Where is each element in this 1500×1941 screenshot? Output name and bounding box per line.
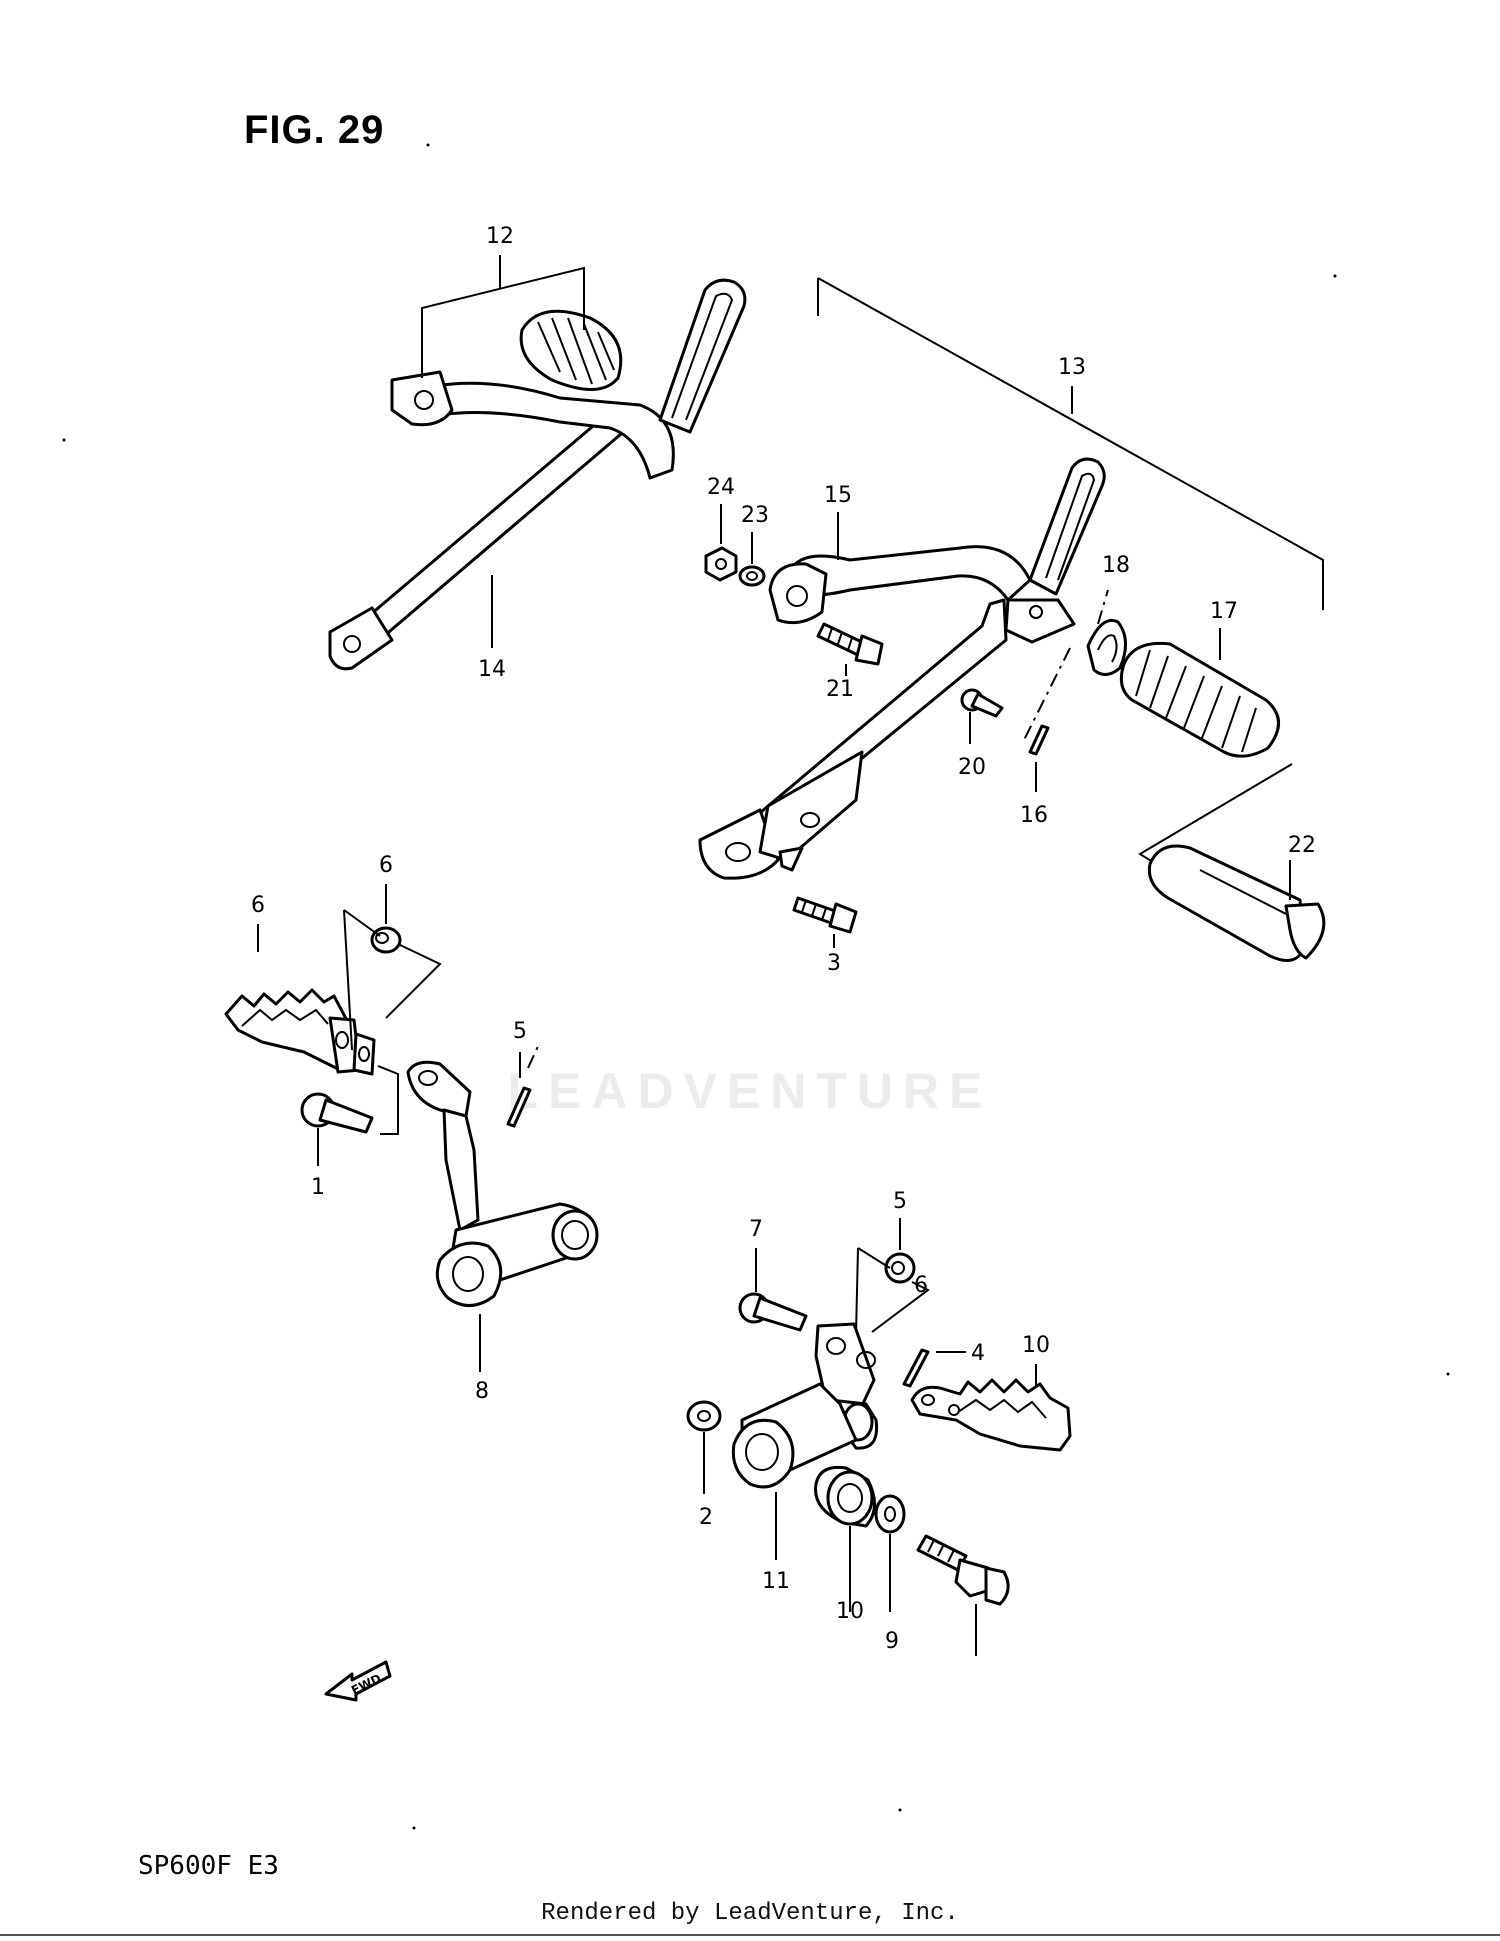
part-15-bracket xyxy=(698,457,1106,880)
callout-15: 15 xyxy=(824,483,852,560)
part-12-bracket-arm xyxy=(390,278,747,480)
part-4-footpeg: 10 xyxy=(910,1333,1072,1452)
callout-label: 2 xyxy=(699,1505,713,1530)
callout-label: 18 xyxy=(1102,553,1130,578)
part-1-bracket: 8 xyxy=(406,1060,599,1404)
part-14-bracket-rod xyxy=(328,408,630,671)
footer-divider xyxy=(0,1934,1500,1936)
callout-label: 11 xyxy=(762,1569,790,1594)
callout-label: 5 xyxy=(513,1019,527,1044)
callout-label: 20 xyxy=(958,755,986,780)
callout-label: 22 xyxy=(1288,833,1316,858)
callout-label: 10 xyxy=(836,1599,864,1624)
part-8-spring: 5 xyxy=(884,1189,916,1284)
callout-label: 23 xyxy=(741,503,769,528)
part-3-footpeg: 6 xyxy=(224,893,376,1076)
callout-label: 12 xyxy=(486,224,514,249)
callout-label: 3 xyxy=(827,951,841,976)
callout-label: 8 xyxy=(475,1379,489,1404)
callout-label: 15 xyxy=(824,483,852,508)
part-9-bolt xyxy=(916,1534,1010,1656)
part-21-bolt: 21 xyxy=(816,622,884,702)
watermark: LEADVENTURE xyxy=(507,1063,993,1119)
footer-credit: Rendered by LeadVenture, Inc. xyxy=(541,1900,959,1927)
figure-title: FIG. 29 xyxy=(244,108,385,152)
part-11-bushing: 10 xyxy=(814,1465,876,1624)
callout-14: 14 xyxy=(478,575,506,682)
callout-label: 14 xyxy=(478,657,506,682)
callout-label: 10 xyxy=(1022,1333,1050,1358)
part-22-bolt: 3 xyxy=(792,896,858,976)
callout-label: 5 xyxy=(893,1189,907,1214)
part-18-damper: 18 xyxy=(1086,553,1130,676)
part-16-footpeg: 22 xyxy=(1138,763,1326,962)
part-7-spring: 6 xyxy=(343,853,442,1051)
part-5-pin-right: 7 xyxy=(738,1217,808,1332)
callout-label: 6 xyxy=(379,853,393,878)
part-20-cotter-pin: 16 xyxy=(1020,647,1071,828)
callout-label: 24 xyxy=(707,475,735,500)
callout-label: 6 xyxy=(914,1273,928,1298)
callout-13: 13 xyxy=(817,277,1324,610)
part-5-pin: 1 xyxy=(300,1065,399,1200)
callout-label: 21 xyxy=(826,677,854,702)
fwd-arrow-icon: FWD xyxy=(324,1660,392,1702)
callout-label: 1 xyxy=(311,1175,325,1200)
callout-label: 13 xyxy=(1058,355,1086,380)
part-17-rubber-grip: 17 xyxy=(1119,599,1280,758)
callout-label: 6 xyxy=(251,893,265,918)
callout-label: 16 xyxy=(1020,803,1048,828)
callout-label: 4 xyxy=(971,1341,985,1366)
part-23-washer: 23 xyxy=(738,503,769,587)
part-7-spring-right: 6 xyxy=(855,1247,930,1335)
scan-specks xyxy=(62,143,1450,1830)
model-code: SP600F E3 xyxy=(138,1851,279,1881)
part-6-cotter-pin: 5 xyxy=(506,1019,541,1128)
callout-12: 12 xyxy=(421,224,585,378)
part-10-washer-left: 2 xyxy=(686,1400,722,1530)
callout-label: 9 xyxy=(885,1629,899,1654)
part-2-bracket: 11 xyxy=(731,1322,879,1594)
callout-label: 17 xyxy=(1210,599,1238,624)
part-6-cotter-right: 4 xyxy=(902,1341,985,1388)
part-10-washer-right: 9 xyxy=(874,1494,906,1654)
part-24-nut: 24 xyxy=(704,475,738,582)
part-19-pin: 20 xyxy=(958,688,1004,780)
callout-label: 7 xyxy=(749,1217,763,1242)
